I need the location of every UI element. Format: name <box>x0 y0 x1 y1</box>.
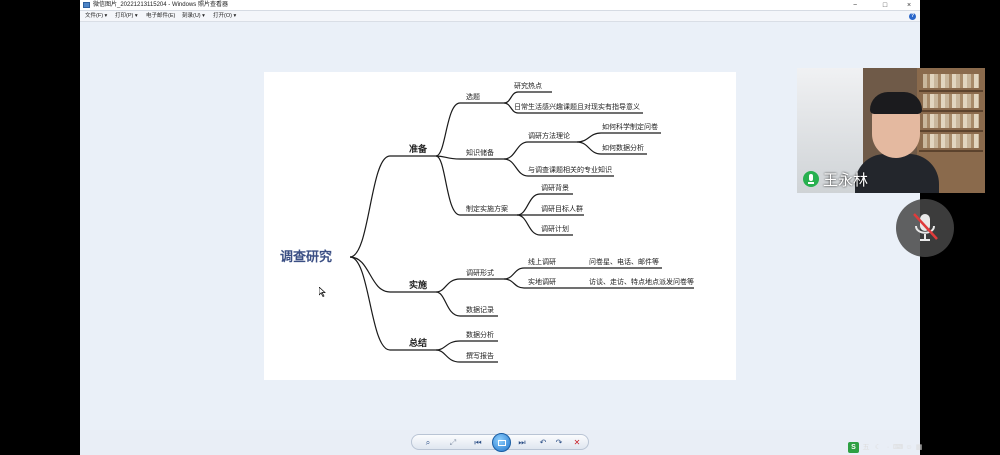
menu-print[interactable]: 打印(P) ▾ <box>115 13 138 19</box>
mic-active-icon <box>803 171 819 187</box>
participant-silhouette <box>855 92 939 193</box>
connector-impl-record <box>435 291 498 317</box>
rotate-left-icon[interactable]: ↶ <box>539 438 547 447</box>
node-report: 撰写报告 <box>466 351 494 360</box>
window-title: 微信图片_20221213115204 - Windows 照片查看器 <box>93 2 228 8</box>
node-hot-topics: 研究热点 <box>514 81 542 90</box>
note-online-survey: 问卷星、电话、邮件等 <box>589 257 659 266</box>
menu-burn[interactable]: 刻录(U) ▾ <box>182 13 205 19</box>
connector-root-prep <box>349 155 436 258</box>
node-analysis: 数据分析 <box>466 330 494 339</box>
zoom-icon[interactable]: ⌕ <box>425 438 431 447</box>
rotate-right-icon[interactable]: ↷ <box>555 438 563 447</box>
slideshow-icon <box>498 440 506 446</box>
node-topic: 选题 <box>466 92 480 101</box>
connector-summary-analysis <box>435 340 498 351</box>
node-impl: 实施 <box>409 279 427 290</box>
mind-map: 调查研究 准备 实施 总结 选题 研究热点 日常生活感兴趣课题且对现实有指导意义… <box>280 81 694 363</box>
next-icon[interactable]: ⏭ <box>518 438 526 447</box>
node-background: 调研背景 <box>541 183 569 192</box>
maximize-button[interactable]: □ <box>882 2 888 9</box>
viewer-controls: ⌕ ⤢ ⏮ ⏭ ↶ ↷ ✕ <box>411 433 589 452</box>
connector-summary-report <box>435 349 498 363</box>
menu-email[interactable]: 电子邮件(E) <box>146 13 176 19</box>
mouse-cursor-icon <box>319 287 326 297</box>
connector-form-online <box>503 267 662 280</box>
node-plan: 制定实施方案 <box>466 204 508 213</box>
connector-plan-background <box>516 193 573 216</box>
punctuation-icon[interactable]: · <box>886 444 890 451</box>
node-field-survey: 实地调研 <box>528 277 556 286</box>
ime-mode-label[interactable]: 五 <box>862 444 870 451</box>
connector-impl-form <box>435 278 504 293</box>
system-tray: S 五 ☾ · ⌨ ☺ ▦ <box>846 441 1000 455</box>
node-summary: 总结 <box>409 337 427 348</box>
connector-topic-daily <box>503 102 643 114</box>
node-target-group: 调研目标人群 <box>541 204 583 213</box>
menu-open[interactable]: 打开(O) ▾ <box>213 13 237 19</box>
node-prep: 准备 <box>409 143 428 154</box>
skin-icon[interactable]: ▦ <box>915 444 923 451</box>
menu-file[interactable]: 文件(F) ▾ <box>85 13 108 19</box>
previous-icon[interactable]: ⏮ <box>474 438 482 447</box>
photo-viewer-window: 微信图片_20221213115204 - Windows 照片查看器 − □ … <box>80 0 920 455</box>
node-data-record: 数据记录 <box>466 305 494 314</box>
connector-plan-schedule <box>516 214 573 236</box>
fit-window-icon[interactable]: ⤢ <box>449 438 457 447</box>
connector-method-questionnaire <box>576 132 661 143</box>
connector-prep-plan <box>435 155 517 216</box>
menu-bar: 文件(F) ▾ 打印(P) ▾ 电子邮件(E) 刻录(U) ▾ 打开(O) ▾ … <box>80 11 920 22</box>
mic-mute-button[interactable] <box>896 199 954 257</box>
ime-icon[interactable]: S <box>848 442 859 453</box>
node-method-theory: 调研方法理论 <box>528 131 570 140</box>
participant-name: 王永林 <box>823 171 869 189</box>
node-knowledge: 知识储备 <box>466 148 494 157</box>
delete-icon[interactable]: ✕ <box>573 438 581 447</box>
node-professional-knowledge: 与调查课题相关的专业知识 <box>528 165 612 174</box>
note-field-survey: 访谈、走访、特点地点派发问卷等 <box>589 277 694 286</box>
moon-icon[interactable]: ☾ <box>874 444 882 451</box>
root-node: 调查研究 <box>280 249 332 264</box>
title-bar[interactable]: 微信图片_20221213115204 - Windows 照片查看器 − □ … <box>80 0 920 11</box>
node-online-survey: 线上调研 <box>528 257 556 266</box>
connector-form-field <box>503 278 694 289</box>
connector-prep-topic <box>435 102 504 157</box>
node-data-analysis-method: 如何数据分析 <box>602 143 644 152</box>
help-icon[interactable]: ? <box>909 13 916 20</box>
node-survey-form: 调研形式 <box>466 268 494 277</box>
keyboard-icon[interactable]: ⌨ <box>892 444 904 451</box>
node-schedule: 调研计划 <box>541 224 569 233</box>
connector-root-summary <box>349 256 436 351</box>
minimize-button[interactable]: − <box>852 2 858 9</box>
photo-viewer-app-icon <box>83 2 90 8</box>
connector-method-analysis <box>576 141 647 155</box>
displayed-image: 调查研究 准备 实施 总结 选题 研究热点 日常生活感兴趣课题且对现实有指导意义… <box>264 72 736 380</box>
node-questionnaire: 如何科学制定问卷 <box>602 122 658 131</box>
video-background-bookshelf <box>917 68 985 193</box>
connector-knowledge-professional <box>503 158 614 177</box>
close-button[interactable]: × <box>906 2 912 9</box>
viewer-toolbar: ⌕ ⤢ ⏮ ⏭ ↶ ↷ ✕ <box>80 430 920 455</box>
node-daily-interest: 日常生活感兴趣课题且对现实有指导意义 <box>514 102 640 111</box>
mic-muted-icon <box>913 213 938 241</box>
image-viewport: 调查研究 准备 实施 总结 选题 研究热点 日常生活感兴趣课题且对现实有指导意义… <box>80 22 920 430</box>
connector-topic-hot <box>503 91 552 104</box>
connector-knowledge-method <box>503 141 577 160</box>
connector-prep-knowledge <box>435 155 504 160</box>
participant-video-tile[interactable]: 王永林 <box>797 68 985 193</box>
connector-root-impl <box>349 256 436 293</box>
user-icon[interactable]: ☺ <box>905 444 913 451</box>
slideshow-button[interactable] <box>492 433 511 452</box>
participant-name-tag: 王永林 <box>801 169 874 189</box>
